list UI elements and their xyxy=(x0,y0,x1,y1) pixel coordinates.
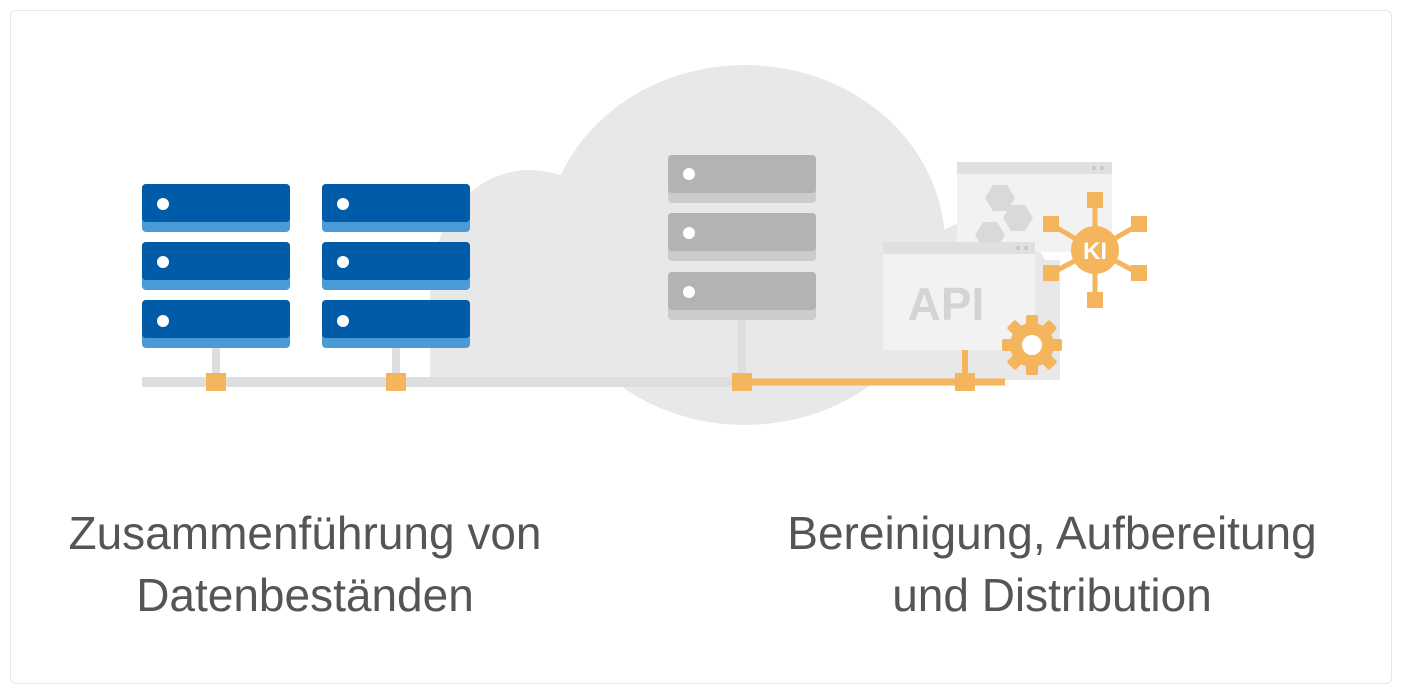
caption-right: Bereinigung, Aufbereitung und Distributi… xyxy=(752,502,1352,626)
caption-left-line1: Zusammenführung von xyxy=(68,507,542,559)
caption-right-line1: Bereinigung, Aufbereitung xyxy=(787,507,1317,559)
api-label: API xyxy=(908,278,985,330)
api-window: API xyxy=(883,242,1035,350)
caption-left: Zusammenführung von Datenbeständen xyxy=(10,502,600,626)
gear-icon xyxy=(1002,315,1062,375)
caption-left-line2: Datenbeständen xyxy=(136,569,474,621)
hexagon-icon xyxy=(1003,205,1033,231)
server-stack-gray xyxy=(668,155,816,320)
server-stack-blue-2 xyxy=(322,184,470,348)
ki-network-icon xyxy=(1043,192,1147,308)
network-node xyxy=(732,373,752,391)
caption-right-line2: und Distribution xyxy=(892,569,1212,621)
hexagon-icon xyxy=(985,185,1015,211)
ki-label: KI xyxy=(1083,238,1107,265)
server-stack-blue-1 xyxy=(142,184,290,348)
network-node xyxy=(386,373,406,391)
network-node xyxy=(206,373,226,391)
hexagon-icon xyxy=(975,222,1005,248)
network-node xyxy=(955,373,975,391)
